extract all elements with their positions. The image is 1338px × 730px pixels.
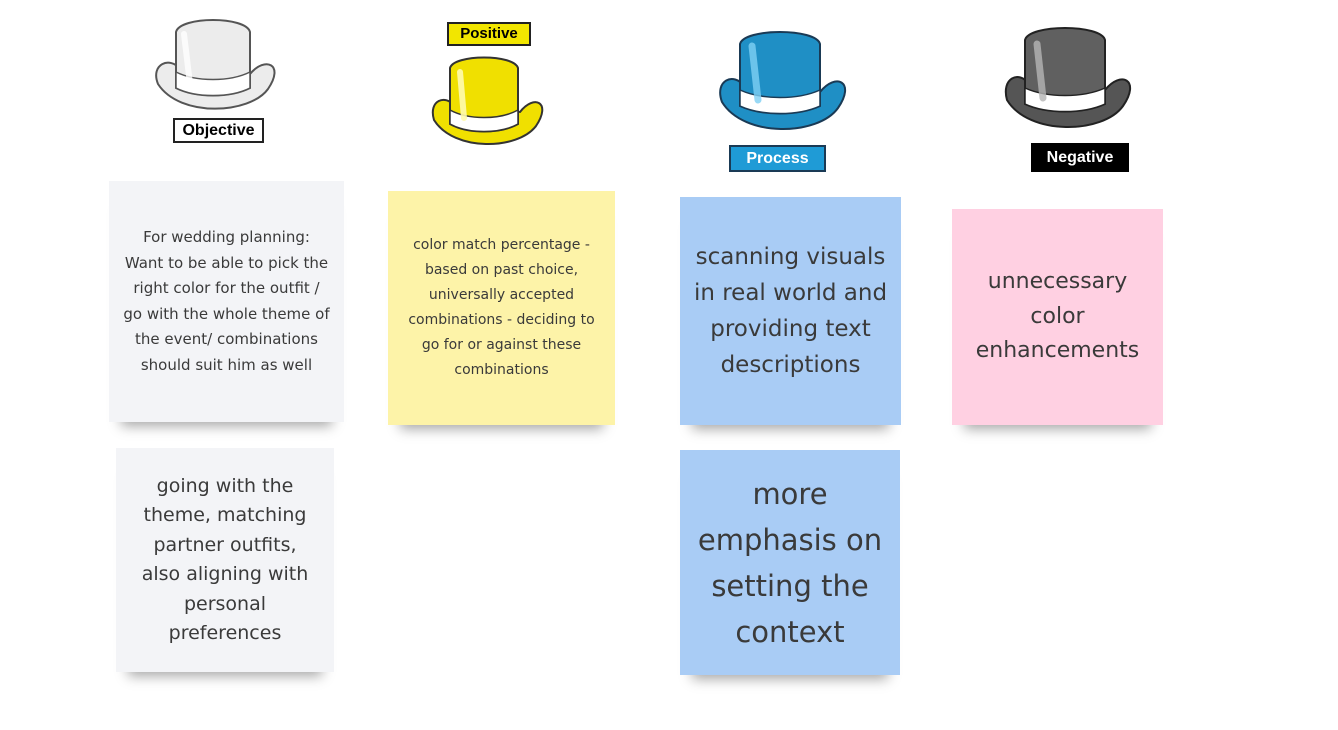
hat-label-positive: Positive	[447, 22, 531, 46]
white-hat	[150, 14, 280, 116]
hat-label-process: Process	[729, 145, 826, 172]
black-hat	[1001, 22, 1137, 134]
sticky-note[interactable]: scanning visuals in real world and provi…	[680, 197, 901, 425]
white-top-hat-icon	[155, 19, 276, 110]
sticky-note[interactable]: more emphasis on setting the context	[680, 450, 900, 675]
sticky-note-text: more emphasis on setting the context	[697, 476, 883, 649]
yellow-hat	[428, 52, 546, 150]
sticky-note[interactable]: For wedding planning: Want to be able to…	[109, 181, 344, 422]
sticky-note-text: For wedding planning: Want to be able to…	[123, 228, 330, 374]
blue-hat	[714, 26, 852, 136]
sticky-note[interactable]: going with the theme, matching partner o…	[116, 448, 334, 672]
sticky-note-text: scanning visuals in real world and provi…	[693, 244, 888, 378]
sticky-note-text: going with the theme, matching partner o…	[141, 474, 309, 645]
sticky-note-text: color match percentage - based on past c…	[408, 237, 595, 378]
yellow-top-hat-icon	[431, 56, 544, 145]
hat-label-objective: Objective	[173, 118, 264, 143]
sticky-note-text: unnecessary color enhancements	[975, 269, 1140, 364]
sticky-note[interactable]: color match percentage - based on past c…	[388, 191, 615, 425]
hat-label-negative: Negative	[1031, 143, 1129, 172]
sticky-note[interactable]: unnecessary color enhancements	[952, 209, 1163, 425]
black-top-hat-icon	[1004, 27, 1131, 128]
blue-top-hat-icon	[719, 31, 846, 130]
